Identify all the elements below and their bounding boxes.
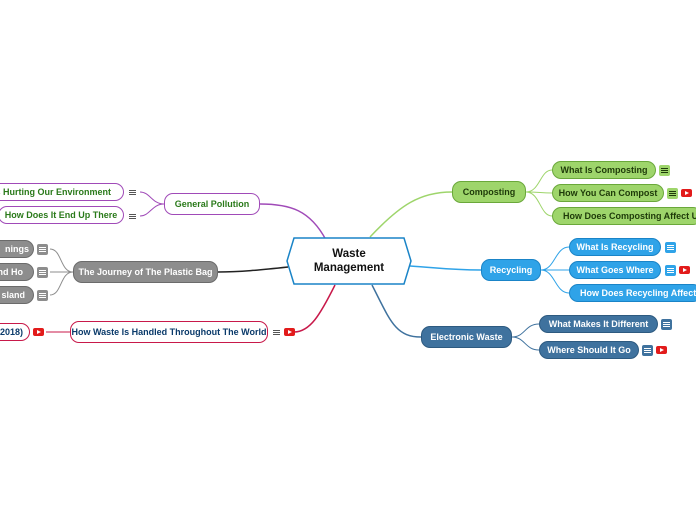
topic-is-hurting-our-environment[interactable]: Is Hurting Our Environment <box>0 183 124 201</box>
topic-what-makes-it-different[interactable]: What Makes It Different <box>539 315 658 333</box>
youtube-icon[interactable] <box>656 346 667 354</box>
topic-how-does-composting-affect-us[interactable]: How Does Composting Affect Us <box>552 207 696 225</box>
topic-label: Is Hurting Our Environment <box>0 187 111 197</box>
notes-icon[interactable] <box>127 211 138 222</box>
topic-island[interactable]: sland <box>0 286 34 304</box>
branch-journey-of-plastic-bag[interactable]: The Journey of The Plastic Bag <box>73 261 218 283</box>
topic-how-does-recycling-affect-us[interactable]: How Does Recycling Affect Us <box>569 284 696 302</box>
branch-composting-label: Composting <box>462 187 516 197</box>
topic-how-you-can-compost[interactable]: How You Can Compost <box>552 184 664 202</box>
notes-icon[interactable] <box>37 267 48 278</box>
topic-end-ho[interactable]: nd Ho <box>0 263 34 281</box>
notes-icon[interactable] <box>127 187 138 198</box>
topic-label: What Goes Where <box>576 265 654 275</box>
central-topic[interactable]: Waste Management <box>286 237 412 285</box>
branch-recycling[interactable]: Recycling <box>481 259 541 281</box>
branch-electronic-waste[interactable]: Electronic Waste <box>421 326 512 348</box>
central-topic-shape <box>286 237 412 285</box>
topic-label: sland <box>1 290 25 300</box>
topic-label: 2018) <box>0 327 23 337</box>
notes-icon[interactable] <box>667 188 678 199</box>
branch-pollution-label: General Pollution <box>174 199 250 209</box>
branch-how-waste-is-handled-worldwide[interactable]: How Waste Is Handled Throughout The Worl… <box>70 321 268 343</box>
topic-beginnings[interactable]: nings <box>0 240 34 258</box>
topic-label: How You Can Compost <box>558 188 658 198</box>
topic-label: nings <box>5 244 29 254</box>
notes-icon[interactable] <box>661 319 672 330</box>
topic-label: What Is Recycling <box>576 242 654 252</box>
branch-plastic-label: The Journey of The Plastic Bag <box>78 267 213 277</box>
notes-icon[interactable] <box>665 265 676 276</box>
topic-what-is-recycling[interactable]: What Is Recycling <box>569 238 661 256</box>
topic-what-is-composting[interactable]: What Is Composting <box>552 161 656 179</box>
youtube-icon[interactable] <box>679 266 690 274</box>
topic-what-goes-where[interactable]: What Goes Where <box>569 261 661 279</box>
youtube-icon[interactable] <box>284 328 295 336</box>
central-line-1: Waste <box>332 248 366 260</box>
branch-electronic-label: Electronic Waste <box>430 332 503 342</box>
topic-label: Where Should It Go <box>547 345 631 355</box>
branch-composting[interactable]: Composting <box>452 181 526 203</box>
topic-label: What Makes It Different <box>548 319 649 329</box>
topic-2018[interactable]: 2018) <box>0 323 30 341</box>
topic-label: What Is Composting <box>560 165 648 175</box>
central-line-2: Management <box>313 262 385 274</box>
topic-label: How Does Composting Affect Us <box>563 211 696 221</box>
topic-label: How Does Recycling Affect Us <box>580 288 696 298</box>
notes-icon[interactable] <box>659 165 670 176</box>
branch-recycling-label: Recycling <box>489 265 533 275</box>
branch-world-label: How Waste Is Handled Throughout The Worl… <box>71 327 267 337</box>
topic-how-does-it-end-up-there[interactable]: How Does It End Up There <box>0 206 124 224</box>
notes-icon[interactable] <box>271 327 282 338</box>
youtube-icon[interactable] <box>681 189 692 197</box>
central-topic-label: Waste Management <box>286 237 412 285</box>
notes-icon[interactable] <box>642 345 653 356</box>
youtube-icon[interactable] <box>33 328 44 336</box>
topic-where-should-it-go[interactable]: Where Should It Go <box>539 341 639 359</box>
notes-icon[interactable] <box>665 242 676 253</box>
notes-icon[interactable] <box>37 244 48 255</box>
topic-label: How Does It End Up There <box>4 210 118 220</box>
branch-general-pollution[interactable]: General Pollution <box>164 193 260 215</box>
topic-label: nd Ho <box>0 267 23 277</box>
notes-icon[interactable] <box>37 290 48 301</box>
